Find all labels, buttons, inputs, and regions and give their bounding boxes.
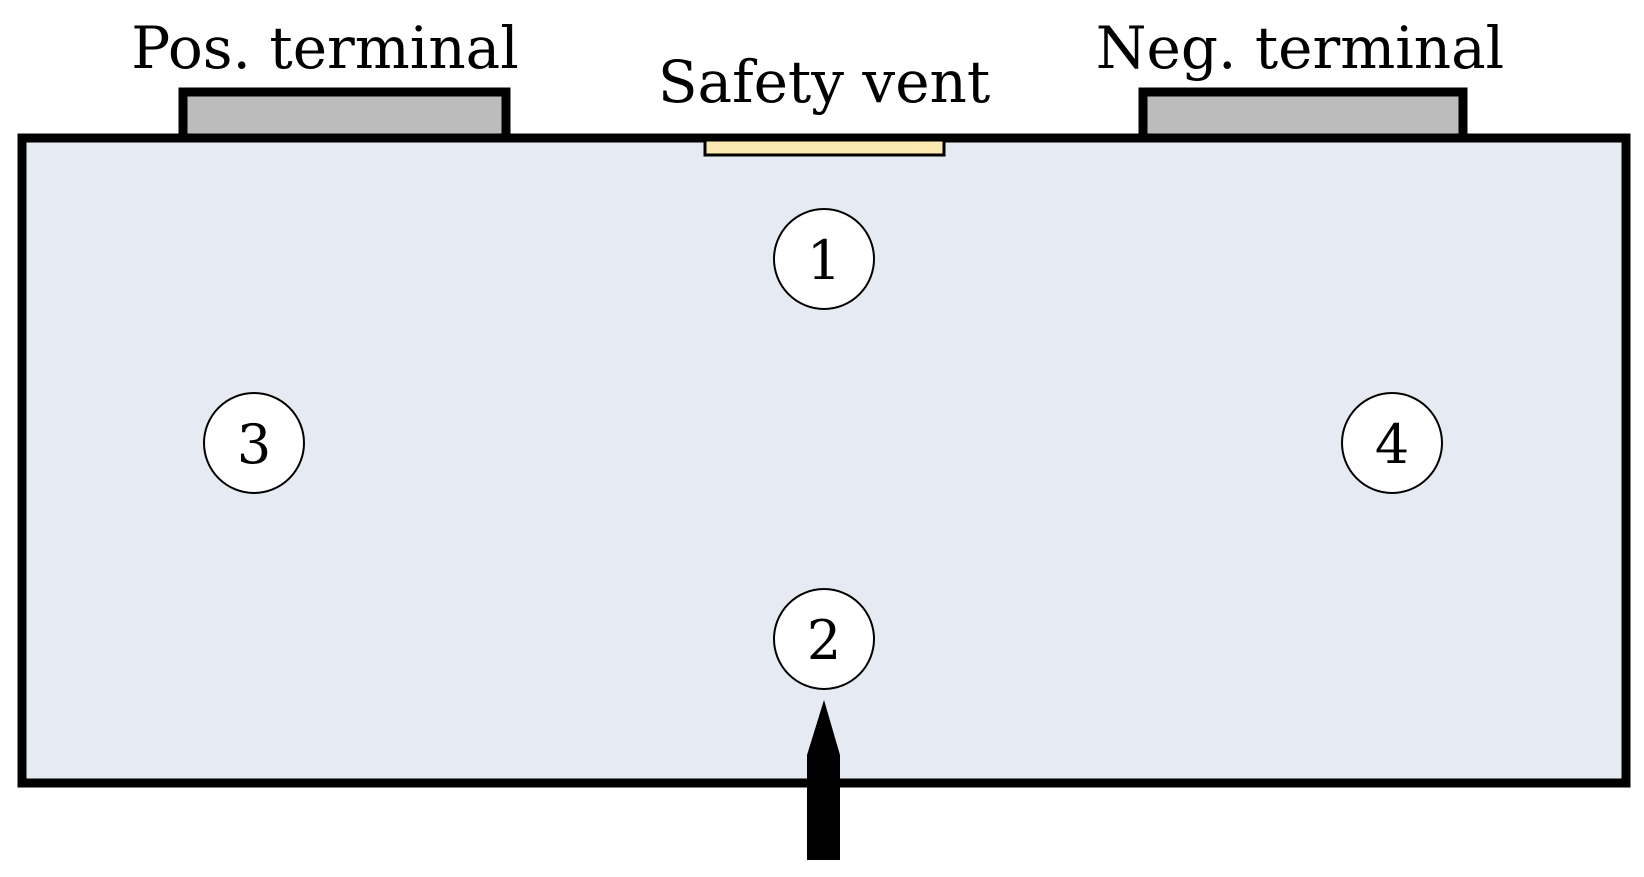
marker-3-label: 3 — [237, 413, 271, 476]
marker-1: 1 — [773, 208, 875, 310]
marker-3: 3 — [203, 392, 305, 494]
marker-1-label: 1 — [807, 229, 841, 292]
marker-4: 4 — [1341, 392, 1443, 494]
marker-4-label: 4 — [1375, 413, 1409, 476]
neg-terminal-label: Neg. terminal — [1096, 14, 1504, 82]
safety-vent-label: Safety vent — [658, 48, 990, 116]
safety-vent — [703, 138, 946, 157]
positive-terminal — [178, 87, 511, 143]
pos-terminal-label: Pos. terminal — [131, 14, 519, 82]
negative-terminal — [1138, 87, 1468, 143]
marker-2-label: 2 — [807, 609, 841, 672]
arrow-up-icon — [807, 700, 840, 860]
marker-2: 2 — [773, 588, 875, 690]
